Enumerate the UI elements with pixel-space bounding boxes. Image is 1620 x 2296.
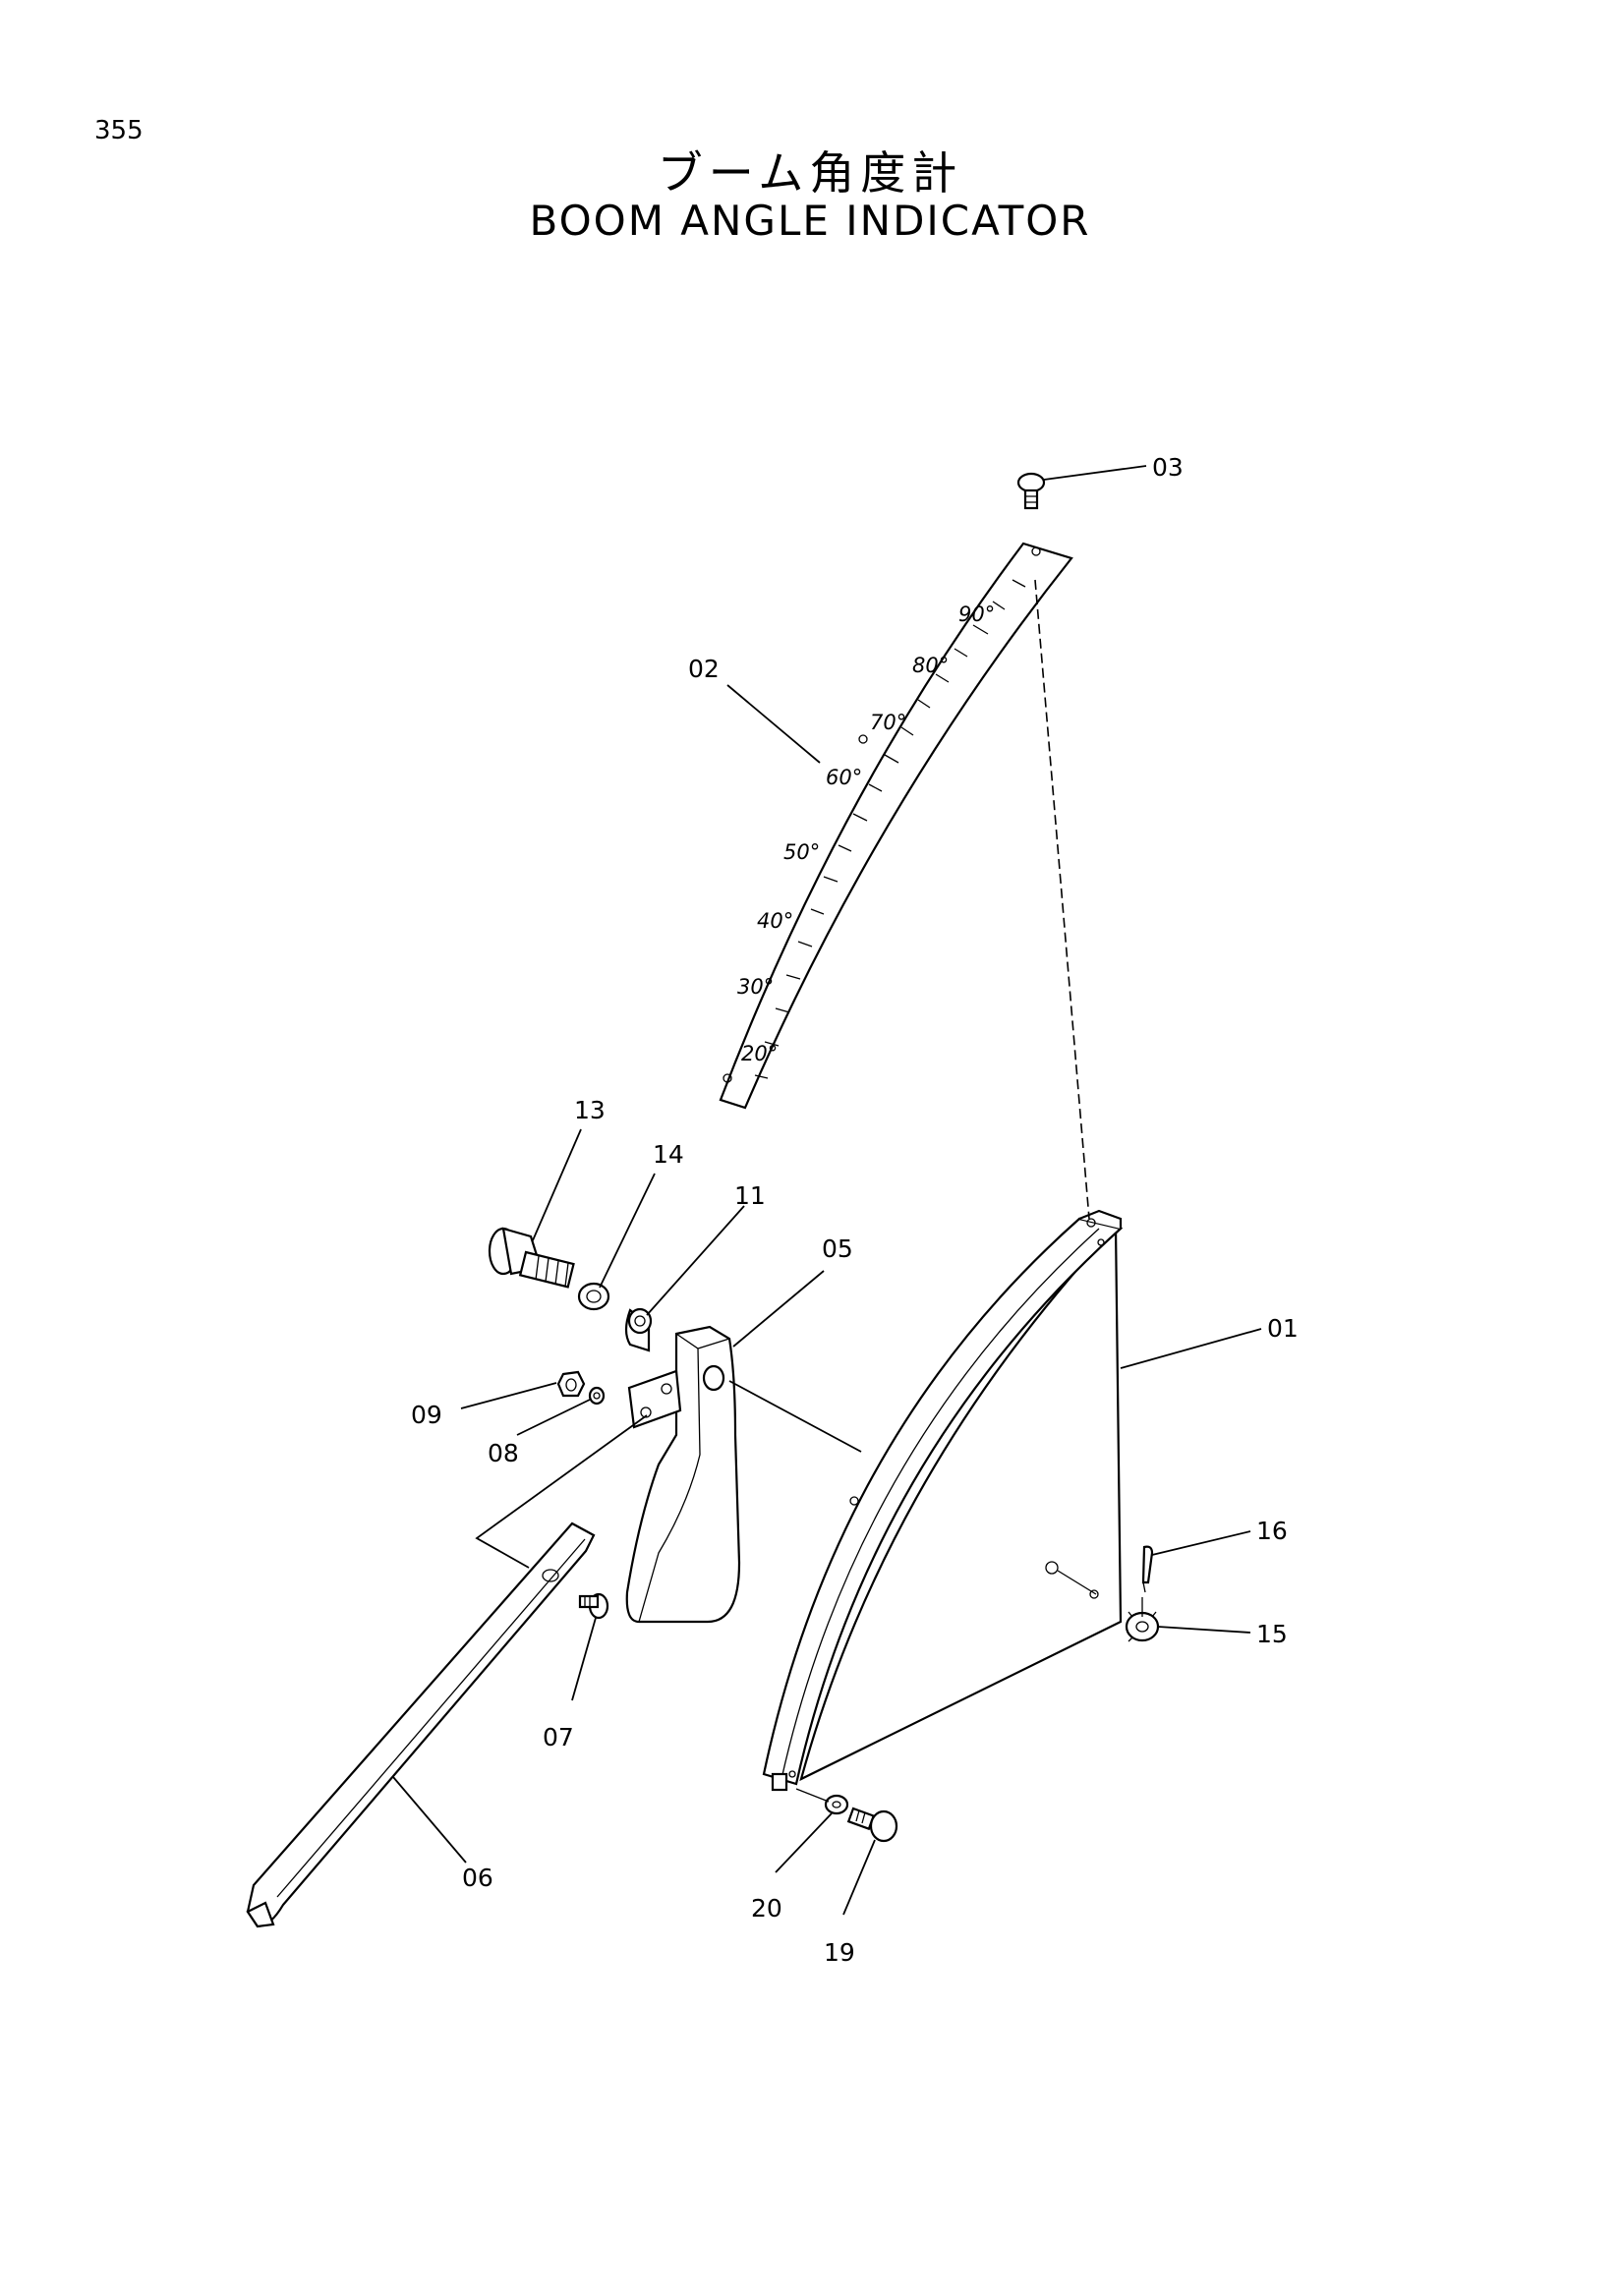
title-english: BOOM ANGLE INDICATOR bbox=[529, 197, 1091, 245]
callout-19: 19 bbox=[824, 1938, 855, 1967]
assembly-line bbox=[1034, 579, 1090, 1220]
scale-mark: 30° bbox=[737, 975, 774, 999]
scale-mark: 50° bbox=[783, 840, 820, 864]
callout-03: 03 bbox=[1152, 453, 1184, 482]
screw-07 bbox=[578, 1592, 609, 1620]
angle-scale-plate: 20° 30° 40° 50° 60° 70° 80° 90° bbox=[719, 542, 1073, 1110]
callout-06: 06 bbox=[462, 1864, 493, 1892]
callout-05: 05 bbox=[822, 1234, 853, 1263]
callout-14: 14 bbox=[653, 1140, 684, 1169]
indicator-body bbox=[762, 1209, 1124, 1792]
callout-11: 11 bbox=[734, 1181, 766, 1210]
callout-07: 07 bbox=[543, 1723, 574, 1751]
callout-09: 09 bbox=[411, 1401, 442, 1429]
scale-mark: 20° bbox=[741, 1042, 778, 1065]
bolt-19 bbox=[846, 1807, 898, 1843]
assembly-line bbox=[475, 1414, 648, 1569]
assembly-line bbox=[1057, 1570, 1097, 1595]
leader-lines bbox=[392, 465, 1262, 1916]
bolt-13 bbox=[488, 1227, 575, 1289]
bushing-11 bbox=[624, 1307, 653, 1352]
bracket-05 bbox=[625, 1325, 741, 1624]
callout-02: 02 bbox=[688, 655, 720, 683]
title-japanese: ブーム角度計 bbox=[657, 146, 963, 200]
callout-01: 01 bbox=[1267, 1314, 1299, 1343]
callout-15: 15 bbox=[1256, 1620, 1288, 1648]
washer-20 bbox=[824, 1794, 849, 1815]
callout-08: 08 bbox=[488, 1439, 519, 1467]
callout-20: 20 bbox=[751, 1894, 782, 1923]
assembly-line bbox=[728, 1380, 862, 1453]
washer-14 bbox=[577, 1282, 610, 1311]
scale-mark: 70° bbox=[870, 711, 906, 734]
pointer-arm bbox=[246, 1521, 596, 1928]
callouts: 03 02 13 14 11 05 01 09 08 16 15 07 06 2… bbox=[411, 453, 1299, 1967]
callout-16: 16 bbox=[1256, 1517, 1288, 1545]
scale-mark: 90° bbox=[958, 603, 995, 626]
nut-09 bbox=[556, 1370, 586, 1398]
washer-08 bbox=[588, 1386, 606, 1406]
scale-mark: 80° bbox=[912, 654, 949, 677]
assembly-line bbox=[795, 1788, 830, 1803]
callout-13: 13 bbox=[574, 1096, 606, 1124]
cotter-pin-16 bbox=[1141, 1545, 1154, 1593]
scale-mark: 60° bbox=[826, 766, 862, 789]
screw-03 bbox=[1016, 472, 1046, 510]
page-number: 355 bbox=[94, 116, 144, 145]
scale-mark: 40° bbox=[757, 909, 793, 933]
